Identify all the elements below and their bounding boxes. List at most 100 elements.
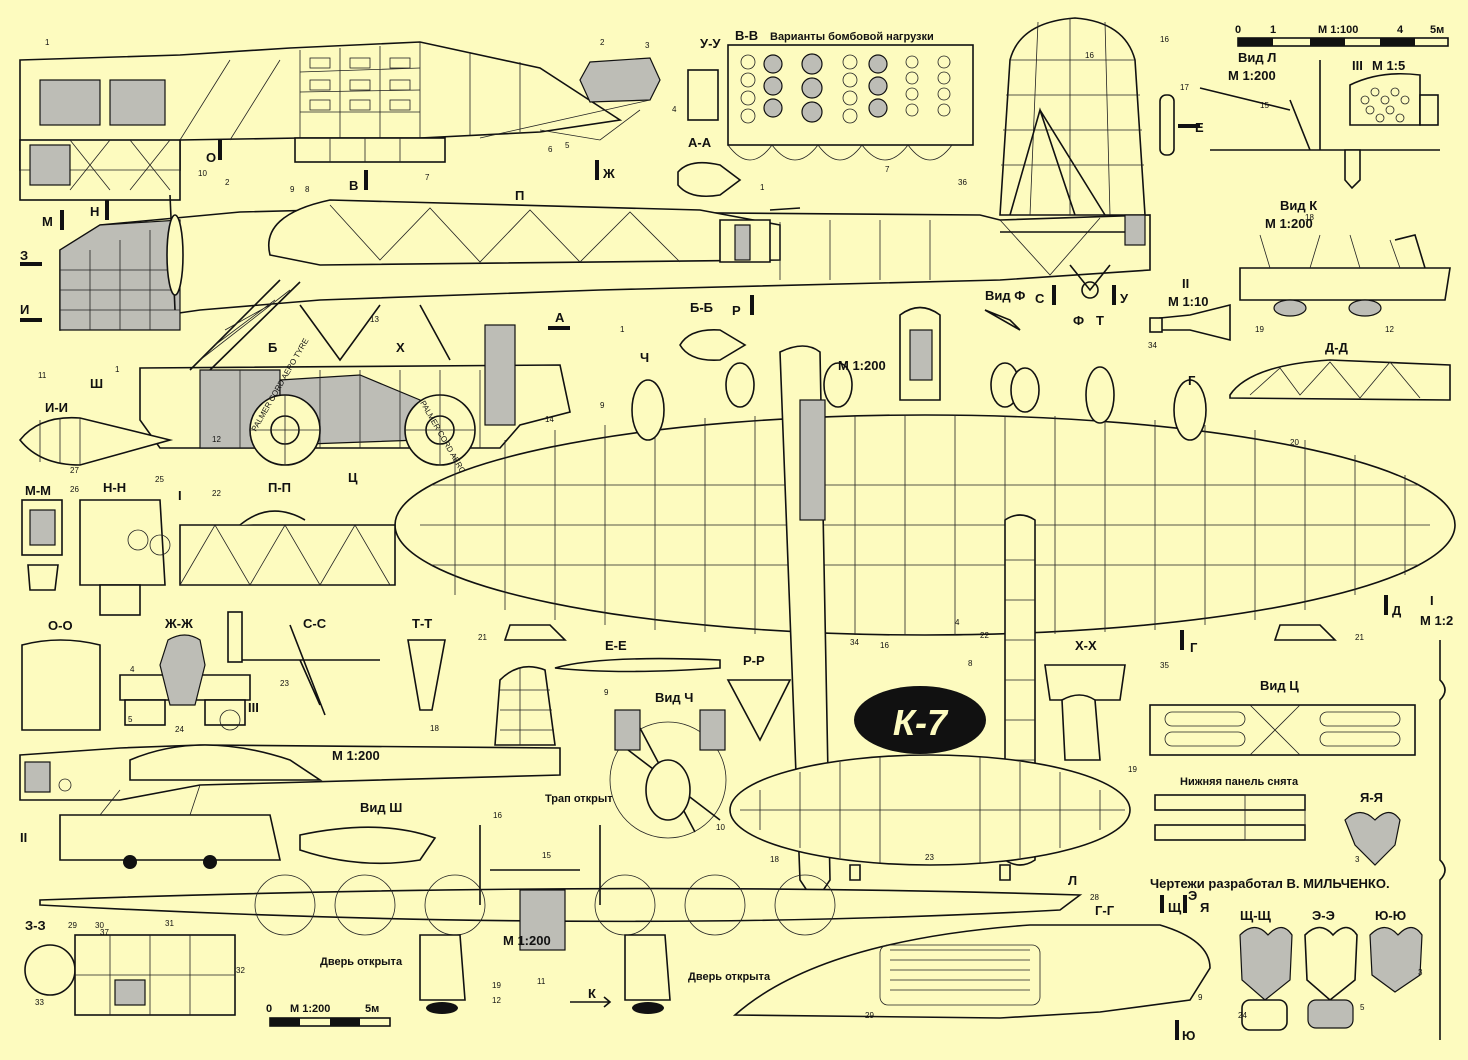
label-vid-f: Вид Ф xyxy=(985,288,1025,303)
svg-text:3: 3 xyxy=(645,41,650,50)
section-rr: Р-Р xyxy=(726,653,792,742)
marker-l: Л xyxy=(1068,873,1077,888)
label-vid-ch: Вид Ч xyxy=(655,690,693,705)
scale-tick-4: 4 xyxy=(1397,24,1404,36)
section-nn: Н-Н xyxy=(79,480,166,616)
svg-text:34: 34 xyxy=(1148,341,1157,350)
svg-text:1: 1 xyxy=(115,365,120,374)
view-k: Вид К М 1:200 xyxy=(1239,198,1451,317)
label-ee2: Э-Э xyxy=(1312,908,1335,923)
main-wing-plan: М 1:200 xyxy=(394,306,1456,896)
svg-text:33: 33 xyxy=(35,998,44,1007)
svg-text:31: 31 xyxy=(165,919,174,928)
scale-tick-0: 0 xyxy=(1235,24,1241,36)
cell-pattern xyxy=(1360,87,1410,123)
scale-bar-bottom: 0 М 1:200 5м xyxy=(266,1003,391,1027)
svg-text:29: 29 xyxy=(68,921,77,930)
note-lower-panel-removed: Нижняя панель снята xyxy=(1180,776,1299,788)
svg-text:1: 1 xyxy=(760,183,765,192)
label-shchshch: Щ-Щ xyxy=(1240,908,1272,923)
section-aa-shape xyxy=(677,161,742,198)
marker-ya: Я xyxy=(1200,900,1209,915)
svg-text:10: 10 xyxy=(198,169,207,178)
tailplane-plan xyxy=(729,754,1131,881)
marker-f: Ф xyxy=(1073,313,1084,328)
label-xx: Х-Х xyxy=(1075,638,1097,653)
gondola-side-section xyxy=(19,41,661,201)
label-vid-k: Вид К xyxy=(1280,198,1317,213)
marker-ts: Ц xyxy=(348,470,358,485)
svg-text:1: 1 xyxy=(45,38,50,47)
label-roman-2: II xyxy=(20,830,27,845)
label-ee: Е-Е xyxy=(605,638,627,653)
scale-m100: М 1:100 xyxy=(1318,24,1358,36)
label-yaya: Я-Я xyxy=(1360,790,1383,805)
svg-text:6: 6 xyxy=(548,145,553,154)
section-bb-shape xyxy=(679,328,747,362)
section-pp: П-П xyxy=(179,480,396,586)
view-l-group: Вид Л М 1:200 III М 1:5 xyxy=(1199,50,1440,190)
scale-bottom-m200: М 1:200 xyxy=(290,1003,330,1015)
marker-e: Е xyxy=(1195,120,1204,135)
main-side-view xyxy=(59,194,1151,331)
svg-text:16: 16 xyxy=(493,811,502,820)
section-shchshch: Щ-Щ xyxy=(1239,908,1293,1031)
view-sh: Вид Ш xyxy=(299,800,437,865)
label-tt: Т-Т xyxy=(412,616,432,631)
scale-bottom-5m: 5м xyxy=(365,1003,379,1015)
svg-text:21: 21 xyxy=(478,633,487,642)
svg-text:9: 9 xyxy=(1198,993,1203,1002)
svg-text:7: 7 xyxy=(885,165,890,174)
svg-text:19: 19 xyxy=(1128,765,1137,774)
section-yuyu: Ю-Ю xyxy=(1369,908,1423,993)
label-mm: М-М xyxy=(25,483,51,498)
bomb-variants-section: В-В Варианты бомбовой нагрузки У-У xyxy=(687,28,974,161)
label-scale-m10: М 1:10 xyxy=(1168,294,1208,309)
svg-text:12: 12 xyxy=(1385,325,1394,334)
svg-text:7: 7 xyxy=(425,173,430,182)
note-ladder-open: Трап открыт xyxy=(545,793,613,805)
view-f-shape xyxy=(984,309,1021,331)
svg-text:8: 8 xyxy=(305,185,310,194)
svg-text:34: 34 xyxy=(850,638,859,647)
marker-u: У xyxy=(1120,291,1129,306)
scale-tick-5m: 5м xyxy=(1430,24,1444,36)
svg-text:9: 9 xyxy=(290,185,295,194)
label-pp: П-П xyxy=(268,480,291,495)
lower-panel: Нижняя панель снята xyxy=(1154,776,1306,841)
svg-text:18: 18 xyxy=(430,724,439,733)
svg-text:22: 22 xyxy=(212,489,221,498)
view-ts: Вид Ц xyxy=(1149,678,1416,756)
callout-circle-1 xyxy=(149,534,171,556)
svg-text:5: 5 xyxy=(565,141,570,150)
marker-n: Н xyxy=(90,204,99,219)
svg-text:18: 18 xyxy=(1305,213,1314,222)
label-main-wing-scale: М 1:200 xyxy=(838,358,886,373)
label-gg: Г-Г xyxy=(1095,903,1115,918)
detail-ii: II М 1:10 xyxy=(1149,276,1231,342)
marker-ee: Э xyxy=(1188,888,1197,903)
label-roman-3: III xyxy=(248,700,259,715)
label-vid-l-scale: М 1:200 xyxy=(1228,68,1276,83)
label-small-side-scale: М 1:200 xyxy=(332,748,380,763)
airfoil-dd: Д-Д xyxy=(1229,340,1451,401)
bomb-circles xyxy=(740,53,951,124)
svg-text:24: 24 xyxy=(175,725,184,734)
marker-yu: Ю xyxy=(1182,1028,1195,1043)
label-aa: А-А xyxy=(688,135,712,150)
svg-text:4: 4 xyxy=(130,665,135,674)
label-vid-ts: Вид Ц xyxy=(1260,678,1299,693)
svg-text:36: 36 xyxy=(958,178,967,187)
label-bottom-scale: М 1:200 xyxy=(503,933,551,948)
svg-text:3: 3 xyxy=(1355,855,1360,864)
label-dd: Д-Д xyxy=(1325,340,1349,355)
engine-nacelles xyxy=(631,362,1207,441)
svg-text:32: 32 xyxy=(236,966,245,975)
svg-text:21: 21 xyxy=(1355,633,1364,642)
marker-ch: Ч xyxy=(640,350,649,365)
marker-a: А xyxy=(555,310,565,325)
label-vv: В-В xyxy=(735,28,758,43)
marker-sh: Ш xyxy=(90,376,103,391)
svg-text:8: 8 xyxy=(968,659,973,668)
